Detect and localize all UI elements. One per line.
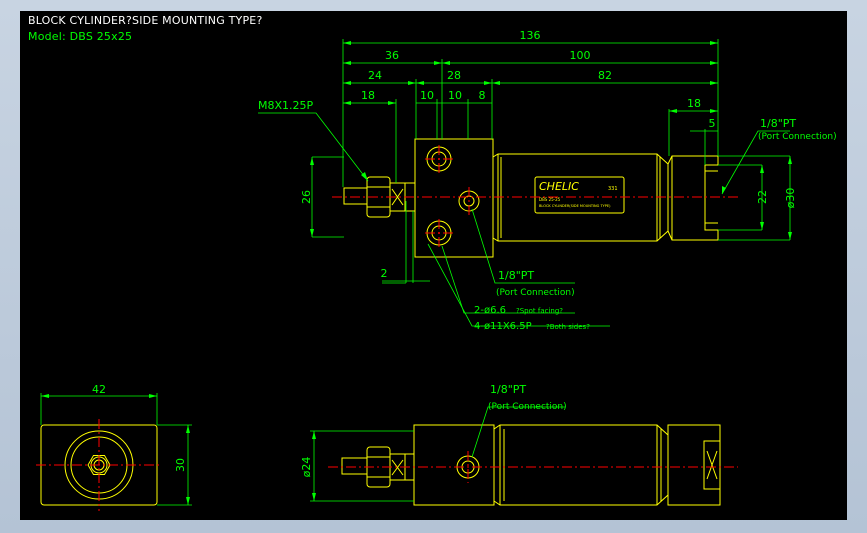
port-size-center: 1/8"PT: [498, 269, 534, 282]
dim-18-cap: 18: [687, 97, 701, 110]
dim-24: 24: [368, 69, 382, 82]
dim-10-b: 10: [448, 89, 462, 102]
dim-100: 100: [570, 49, 591, 62]
side-view-labels: M8X1.25P 1/8"PT (Port Connection) 1/8"PT…: [258, 99, 837, 332]
rear-cap: [667, 155, 719, 241]
port-connection-center: (Port Connection): [496, 288, 575, 298]
front-nut-hex: [87, 455, 111, 475]
dim-28: 28: [447, 69, 461, 82]
port-size-right: 1/8"PT: [760, 117, 796, 130]
top-barrel: [493, 424, 669, 506]
dim-dia30: ø30: [784, 188, 797, 209]
piston-rod: [343, 187, 368, 205]
drawing-title: BLOCK CYLINDER?SIDE MOUNTING TYPE?: [28, 14, 263, 27]
spot-facing-note: ?Spot facing?: [516, 307, 563, 315]
side-view-dimensions: [258, 39, 791, 327]
both-sides-note: ?Both sides?: [546, 323, 590, 331]
side-view-centerlines: [332, 145, 740, 247]
side-view: [343, 138, 719, 258]
dim-8: 8: [479, 89, 486, 102]
side-view-dim-text: 136 36 100 24 28 82 18 10 10 8 18 5 2 26…: [300, 29, 797, 280]
both-sides-label: 4-ø11X6.5P: [474, 321, 532, 332]
side-view-nameplate-text: CHELIC 331 DBS 25-25 BLOCK CYLINDER(SIDE…: [539, 180, 618, 208]
port-size-bottom: 1/8"PT: [490, 383, 526, 396]
dim-36: 36: [385, 49, 399, 62]
dim-18-rod: 18: [361, 89, 375, 102]
top-block: [413, 424, 495, 506]
dim-26: 26: [300, 190, 313, 204]
cylinder-barrel: [492, 153, 669, 242]
port-connection-bottom: (Port Connection): [488, 402, 567, 412]
dim-5: 5: [709, 117, 716, 130]
dim-10-a: 10: [420, 89, 434, 102]
nameplate-desc: BLOCK CYLINDER(SIDE MOUNTING TYPE): [539, 204, 611, 208]
dim-82: 82: [598, 69, 612, 82]
brand-code: 331: [608, 186, 618, 192]
spot-facing-label: 2-ø6.6: [474, 305, 506, 316]
cad-viewport[interactable]: BLOCK CYLINDER?SIDE MOUNTING TYPE? Model…: [20, 11, 847, 520]
nameplate: [534, 176, 625, 214]
top-view-dimensions: [310, 406, 565, 502]
nameplate-model: DBS 25-25: [539, 197, 561, 202]
dim-2: 2: [381, 267, 388, 280]
dim-42: 42: [92, 383, 106, 396]
side-view-arrows: [310, 41, 792, 240]
front-view-dimensions: [40, 393, 192, 506]
dim-22: 22: [756, 190, 769, 204]
drawing-model: Model: DBS 25x25: [28, 30, 133, 43]
dim-136: 136: [520, 29, 541, 42]
brand-label: CHELIC: [539, 180, 579, 193]
top-view: [341, 424, 721, 506]
dim-30-front: 30: [174, 458, 187, 472]
port-connection-right: (Port Connection): [758, 132, 837, 142]
cad-drawing: CHELIC 331 DBS 25-25 BLOCK CYLINDER(SIDE…: [36, 29, 837, 511]
thread-label: M8X1.25P: [258, 99, 314, 112]
dim-dia24: ø24: [300, 457, 313, 478]
